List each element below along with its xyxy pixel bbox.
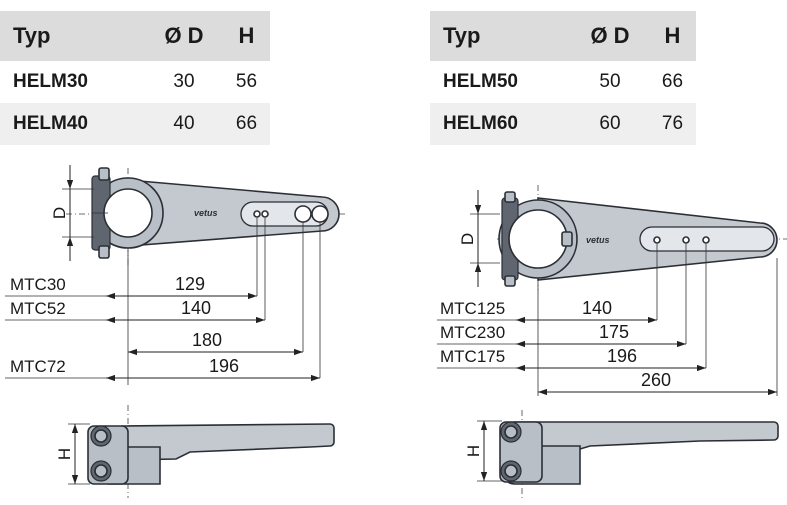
spec-table-left: Typ Ø D H HELM30 30 56 HELM40 40 66	[0, 11, 270, 145]
header-typ: Typ	[430, 11, 571, 61]
cell-height: 66	[223, 103, 270, 145]
cell-height: 66	[661, 71, 684, 92]
cell-model: HELM50	[443, 71, 518, 92]
left-arm	[127, 179, 340, 247]
right-logo: vetus	[586, 235, 610, 245]
cell-diameter: 60	[571, 103, 649, 145]
left-h-label: H	[55, 448, 74, 460]
right-side-view: H	[464, 410, 779, 498]
cell-model: HELM40	[0, 103, 145, 145]
left-side-view: H	[55, 405, 335, 498]
dim-label: MTC175	[440, 347, 505, 366]
right-extension-lines	[537, 244, 778, 396]
dim-value: 140	[181, 298, 211, 318]
cell-diameter: 30	[173, 71, 195, 92]
right-d-label: D	[458, 233, 477, 245]
table-row: HELM30 30 56	[0, 61, 270, 103]
table-row: HELM50 50 66	[430, 61, 696, 103]
left-d-label: D	[50, 207, 69, 219]
right-dimension-rows: MTC125 140 MTC230 175 MTC175 196 260	[437, 298, 777, 396]
dim-label: MTC230	[440, 323, 505, 342]
dim-label: MTC30	[10, 275, 66, 294]
dim-value: 140	[582, 298, 612, 318]
dim-label: MTC52	[10, 299, 66, 318]
dim-value: 175	[599, 322, 629, 342]
header-height: H	[223, 11, 270, 61]
cell-model: HELM60	[430, 103, 571, 145]
left-logo: vetus	[194, 208, 218, 218]
header-diameter: Ø D	[571, 11, 649, 61]
dim-label: MTC72	[10, 357, 66, 376]
dim-value: 196	[607, 346, 637, 366]
dim-value: 196	[209, 356, 239, 376]
left-extension-lines	[127, 218, 321, 385]
dim-value: 180	[192, 330, 222, 350]
dim-value: 129	[175, 274, 205, 294]
cell-diameter: 50	[599, 71, 621, 92]
right-side-arm	[514, 421, 779, 453]
cell-height: 76	[649, 103, 696, 145]
spec-table-right: Typ Ø D H HELM50 50 66 HELM60 60 76	[430, 11, 696, 145]
table-header-row: Typ Ø D H	[0, 11, 270, 61]
left-bore	[103, 188, 153, 238]
cell-model: HELM30	[13, 71, 88, 92]
dim-value: 260	[641, 370, 671, 390]
table-row: HELM40 40 66	[0, 103, 270, 145]
header-diameter: Ø D	[145, 11, 223, 61]
right-top-view: vetus D	[458, 185, 787, 290]
left-dimension-rows: MTC30 129 MTC52 140 180 MTC72 196	[5, 274, 320, 382]
right-bore	[508, 209, 568, 269]
header-height: H	[649, 11, 696, 61]
left-side-arm	[121, 423, 335, 461]
left-top-view: vetus D	[50, 165, 345, 265]
cell-diameter: 40	[145, 103, 223, 145]
cell-height: 56	[235, 71, 258, 92]
dim-label: MTC125	[440, 299, 505, 318]
table-row: HELM60 60 76	[430, 103, 696, 145]
header-typ: Typ	[0, 11, 145, 61]
right-h-label: H	[464, 445, 483, 457]
table-header-row: Typ Ø D H	[430, 11, 696, 61]
